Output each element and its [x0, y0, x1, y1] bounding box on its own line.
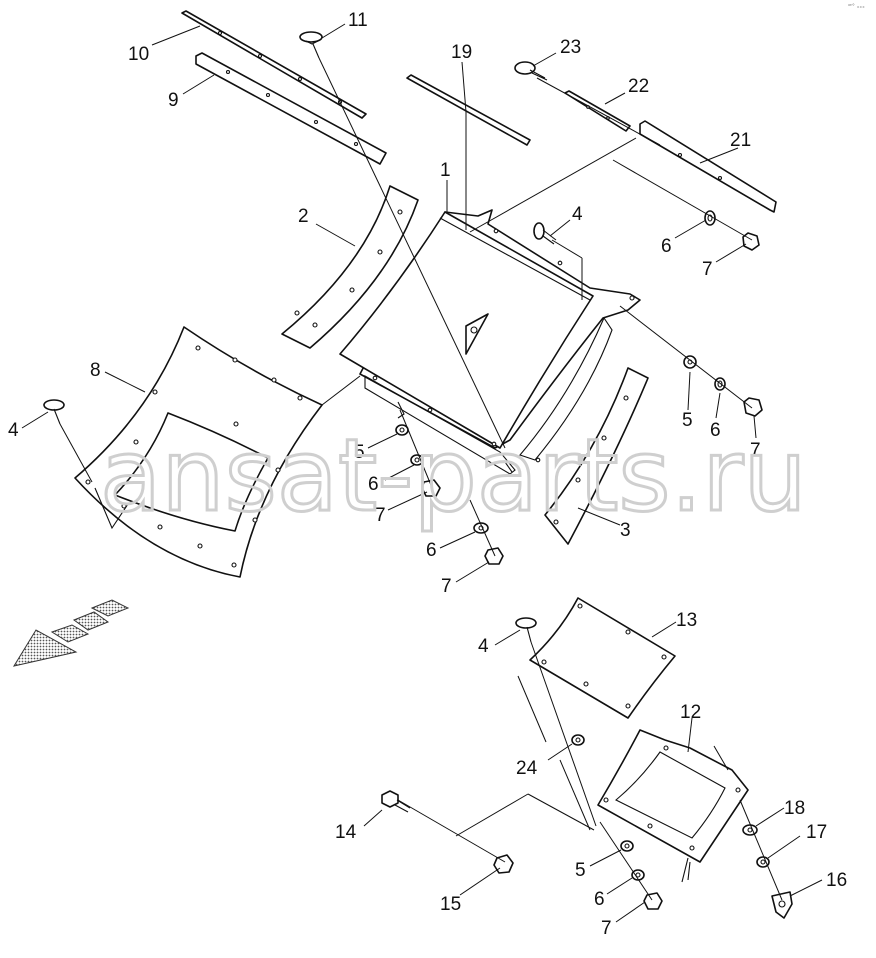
callout-labels: 10 9 11 19 23 22 21 1 2 4 6 7 8 4 5 6 7 …	[8, 10, 847, 939]
callout-7-lower: 7	[441, 576, 452, 597]
wingnut-16	[771, 891, 793, 919]
callout-6-lower: 6	[426, 540, 437, 561]
corner-code: ꟹ° ₓₓₓ	[848, 3, 865, 10]
part-8-plate	[74, 326, 323, 578]
part-19-bar	[406, 74, 531, 146]
callout-7-upper: 7	[702, 259, 713, 280]
callout-14: 14	[335, 822, 357, 843]
part-11-bolt	[299, 31, 323, 59]
bolt-4-upper	[533, 222, 557, 245]
callout-5-center: 5	[354, 442, 365, 463]
callout-4-upper: 4	[572, 204, 583, 225]
part-1-hopper	[339, 209, 641, 475]
callout-6-bottom: 6	[594, 889, 605, 910]
nut-7-upper	[742, 232, 760, 251]
callout-7-right: 7	[750, 440, 761, 461]
part-23-bolt	[514, 61, 548, 81]
callout-3: 3	[620, 520, 631, 541]
callout-13: 13	[676, 610, 697, 631]
callout-7-center: 7	[375, 505, 386, 526]
hardware-group	[43, 210, 793, 919]
part-21-bracket	[639, 120, 777, 213]
callout-5-right: 5	[682, 410, 693, 431]
callout-11: 11	[348, 10, 368, 31]
callout-10: 10	[128, 44, 149, 65]
part-12-bracket	[597, 729, 749, 883]
callout-8: 8	[90, 360, 101, 381]
washer-17	[756, 856, 770, 868]
nut-7-right	[743, 397, 763, 417]
callout-12: 12	[680, 702, 701, 723]
callout-9: 9	[168, 90, 179, 111]
callout-16: 16	[826, 870, 847, 891]
washer-24	[571, 734, 585, 746]
callout-15: 15	[440, 894, 461, 915]
callout-23: 23	[560, 37, 581, 58]
callout-21: 21	[730, 130, 751, 151]
callout-22: 22	[628, 76, 649, 97]
washer-6-right	[714, 377, 726, 391]
callout-18: 18	[784, 798, 805, 819]
watermark: ansat-parts.ru	[100, 417, 807, 534]
callout-4-left: 4	[8, 420, 19, 441]
nut-7-lower	[484, 547, 504, 565]
nut-7-bottom	[643, 892, 663, 910]
callout-19: 19	[451, 42, 472, 63]
part-13-plate	[529, 597, 676, 719]
callout-6-upper: 6	[661, 236, 672, 257]
washer-5-right	[683, 355, 697, 369]
bolt-14	[381, 790, 411, 813]
washer-6-bottom	[631, 869, 645, 881]
callout-5-bottom: 5	[575, 860, 586, 881]
washer-5-bottom	[620, 840, 634, 852]
bolt-4-left	[43, 399, 65, 425]
callout-2: 2	[298, 206, 309, 227]
bolt-4-lower	[515, 617, 537, 643]
part-2-curved-plate	[281, 185, 419, 349]
callout-4-lower: 4	[478, 636, 489, 657]
callout-1: 1	[440, 160, 451, 181]
direction-arrow	[12, 599, 130, 667]
callout-17: 17	[806, 822, 827, 843]
part-3-curved-plate	[544, 367, 649, 545]
assembly-lines	[59, 57, 783, 901]
callout-leaders	[21, 23, 823, 923]
washer-6-lower	[473, 522, 489, 534]
callout-6-center: 6	[368, 474, 379, 495]
washer-18	[742, 824, 758, 836]
callout-24: 24	[516, 758, 538, 779]
part-9-strip	[195, 52, 387, 165]
callout-7-bottom: 7	[601, 918, 612, 939]
callout-6-right: 6	[710, 420, 721, 441]
